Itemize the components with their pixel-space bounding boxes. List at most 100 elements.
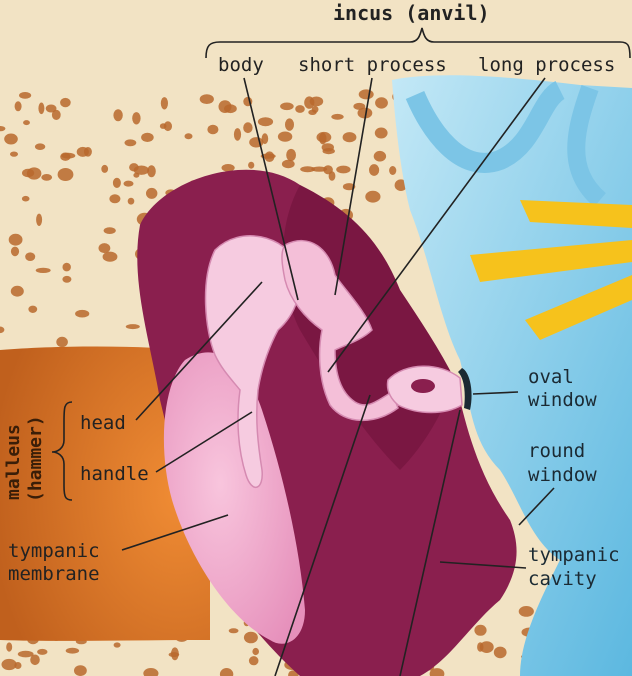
bone-pore xyxy=(233,128,242,141)
bone-pore xyxy=(76,146,89,157)
bone-pore xyxy=(147,165,156,178)
bone-pore xyxy=(257,117,274,127)
tympanic-membrane-shape xyxy=(163,352,305,644)
bone-pore xyxy=(51,109,61,120)
bone-pore xyxy=(207,124,219,135)
bone-pore xyxy=(25,252,36,261)
bone-pore xyxy=(479,641,494,653)
bone-pore xyxy=(21,195,30,202)
bone-pore xyxy=(10,151,18,157)
bone-pore xyxy=(373,150,387,162)
bone-pore xyxy=(342,183,356,191)
bone-pore xyxy=(74,665,87,676)
bone-pore xyxy=(75,309,90,318)
label-oval-window-line1: oval xyxy=(528,366,574,388)
bone-pore xyxy=(321,143,334,152)
bone-pore xyxy=(331,113,344,120)
bone-pore xyxy=(281,159,295,169)
bone-pore xyxy=(10,246,20,257)
bone-pore xyxy=(124,139,137,147)
bone-pore xyxy=(98,243,111,254)
bone-pore xyxy=(123,180,134,187)
bone-pore xyxy=(300,166,315,173)
bone-pore xyxy=(304,96,315,109)
bone-pore xyxy=(62,275,72,283)
bone-pore xyxy=(248,161,255,169)
label-short-process: short process xyxy=(298,54,447,76)
bone-pore xyxy=(357,107,373,119)
bone-pore xyxy=(394,179,408,191)
bone-pore xyxy=(41,174,53,181)
incus-shape xyxy=(281,239,399,422)
bone-pore xyxy=(1,658,17,671)
bone-pore xyxy=(160,97,168,110)
bone-pore xyxy=(474,624,487,636)
bone-pore xyxy=(60,152,71,161)
bone-pore xyxy=(171,647,179,661)
label-tympanic-membrane-line2: membrane xyxy=(8,563,100,585)
bone-pore xyxy=(30,654,40,666)
bone-pore xyxy=(252,647,259,656)
bone-pore xyxy=(127,197,135,205)
bone-pore xyxy=(132,112,141,125)
bone-pore xyxy=(36,213,43,226)
bone-pore xyxy=(109,194,121,204)
bone-pore xyxy=(365,190,381,203)
bone-pore xyxy=(8,233,23,246)
bone-pore xyxy=(374,127,388,139)
bone-pore xyxy=(311,166,328,172)
stapes-opening xyxy=(411,379,435,393)
bone-pore xyxy=(141,132,154,142)
bone-pore xyxy=(316,131,332,143)
bone-pore xyxy=(218,100,232,113)
label-long-process: long process xyxy=(478,54,616,76)
bone-pore xyxy=(219,668,234,676)
bone-pore xyxy=(277,131,293,142)
bone-pore xyxy=(129,163,139,172)
bone-pore xyxy=(35,267,51,273)
bone-pore xyxy=(228,628,239,634)
bone-pore xyxy=(37,648,48,655)
bone-pore xyxy=(4,133,18,145)
bone-pore xyxy=(323,165,333,175)
bone-pore xyxy=(65,647,80,654)
bone-pore xyxy=(62,262,71,272)
bone-pore xyxy=(184,133,193,140)
bone-pore xyxy=(286,148,296,162)
bone-pore xyxy=(45,104,57,113)
bone-pore xyxy=(103,227,116,235)
bone-pore xyxy=(101,164,109,173)
incus-title: incus (anvil) xyxy=(333,1,490,25)
label-round-window-line2: window xyxy=(528,464,597,486)
malleus-title-line2: (hammer) xyxy=(25,415,46,502)
bone-pore xyxy=(0,126,6,132)
bone-pore xyxy=(295,105,305,113)
label-oval-window-line2: window xyxy=(528,389,597,411)
bone-pore xyxy=(260,153,276,159)
bone-pore xyxy=(336,165,351,174)
bone-pore xyxy=(17,650,34,658)
bone-pore xyxy=(28,305,38,313)
bone-pore xyxy=(243,631,258,644)
bone-pore xyxy=(369,164,380,176)
bone-pore xyxy=(22,168,35,178)
bone-pore xyxy=(19,92,32,99)
label-incus-body: body xyxy=(218,54,264,76)
bone-pore xyxy=(6,642,13,652)
nerve-bundle xyxy=(470,200,632,340)
bone-pore xyxy=(143,668,159,676)
malleus-title-line1: malleus xyxy=(3,424,24,500)
bone-pore xyxy=(389,166,397,175)
bone-pore xyxy=(280,102,294,111)
bone-pore xyxy=(57,168,74,181)
ear-canal xyxy=(0,346,210,641)
oval-window-shape xyxy=(458,368,472,410)
label-round-window-line1: round xyxy=(528,440,586,462)
bone-pore xyxy=(14,101,22,112)
label-tympanic-cavity-line1: tympanic xyxy=(528,544,620,566)
bone-pore xyxy=(163,121,172,132)
bone-pore xyxy=(23,120,30,126)
label-tympanic-cavity-line2: cavity xyxy=(528,568,597,590)
